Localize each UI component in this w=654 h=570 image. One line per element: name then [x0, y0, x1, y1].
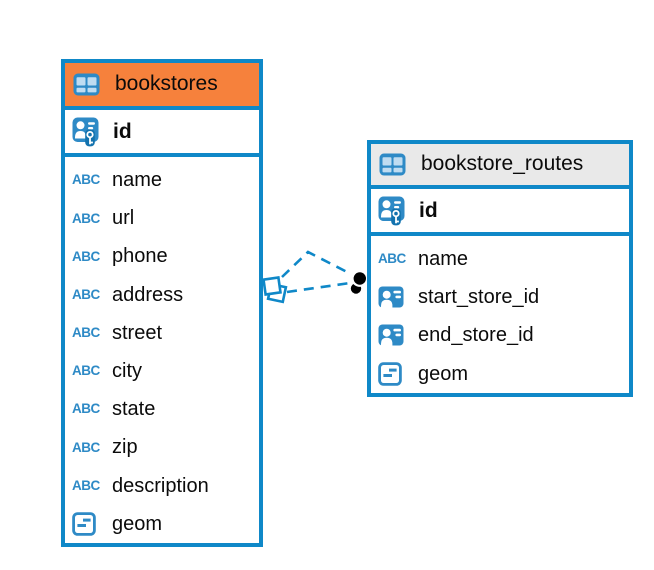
text-type-icon: ABC	[72, 401, 100, 417]
relationship-line-lower[interactable]	[286, 281, 351, 294]
column-label: address	[112, 283, 184, 306]
primary-key-icon	[378, 196, 411, 226]
column-row[interactable]: ABC street	[65, 314, 259, 352]
text-type-icon: ABC	[72, 210, 100, 226]
table-title: bookstores	[115, 72, 218, 95]
column-label: description	[112, 474, 209, 497]
column-label: street	[112, 321, 163, 344]
reference-icon	[378, 324, 411, 346]
column-row[interactable]: ABC address	[65, 276, 259, 314]
relationship-source-marker[interactable]	[262, 276, 288, 304]
primary-key-row[interactable]: id	[371, 189, 629, 236]
column-row[interactable]: geom	[371, 355, 629, 393]
column-row[interactable]: end_store_id	[371, 316, 629, 354]
reference-icon	[378, 286, 411, 308]
column-label: start_store_id	[418, 286, 540, 309]
primary-key-row[interactable]: id	[65, 110, 259, 157]
relationship-line-upper[interactable]	[281, 250, 352, 278]
column-row[interactable]: ABC description	[65, 467, 259, 505]
table-bookstores[interactable]: bookstores id ABC name ABC url ABC phone…	[61, 59, 263, 547]
column-row[interactable]: ABC name	[371, 240, 629, 278]
column-list: ABC name start_store_id end_store_id ge	[371, 236, 629, 393]
table-bookstore-routes[interactable]: bookstore_routes id ABC name start_store…	[367, 140, 633, 397]
column-row[interactable]: start_store_id	[371, 278, 629, 316]
primary-key-label: id	[113, 120, 132, 143]
table-bookstores-header[interactable]: bookstores	[65, 63, 259, 110]
geometry-type-icon	[378, 362, 411, 386]
column-label: name	[418, 248, 469, 271]
column-row[interactable]: ABC city	[65, 352, 259, 390]
column-row[interactable]: ABC phone	[65, 237, 259, 275]
table-icon	[73, 73, 106, 96]
geometry-type-icon	[72, 512, 105, 536]
primary-key-label: id	[419, 199, 438, 222]
table-icon	[379, 153, 412, 176]
column-label: zip	[112, 436, 138, 459]
relationship-target-marker[interactable]	[350, 270, 369, 294]
text-type-icon: ABC	[72, 248, 100, 264]
column-label: geom	[418, 362, 469, 385]
primary-key-icon	[72, 117, 105, 147]
text-type-icon: ABC	[72, 325, 100, 341]
column-label: url	[112, 207, 135, 230]
column-label: city	[112, 360, 142, 383]
text-type-icon: ABC	[378, 251, 406, 267]
column-row[interactable]: ABC zip	[65, 428, 259, 466]
column-row[interactable]: geom	[65, 505, 259, 543]
column-list: ABC name ABC url ABC phone ABC address A…	[65, 157, 259, 543]
column-label: name	[112, 169, 163, 192]
text-type-icon: ABC	[72, 439, 100, 455]
column-row[interactable]: ABC state	[65, 390, 259, 428]
column-label: geom	[112, 512, 163, 535]
text-type-icon: ABC	[72, 363, 100, 379]
column-row[interactable]: ABC name	[65, 161, 259, 199]
table-bookstore-routes-header[interactable]: bookstore_routes	[371, 144, 629, 189]
column-row[interactable]: ABC url	[65, 199, 259, 237]
text-type-icon: ABC	[72, 286, 100, 302]
column-label: phone	[112, 245, 168, 268]
text-type-icon: ABC	[72, 172, 100, 188]
column-label: end_store_id	[418, 324, 534, 347]
column-label: state	[112, 398, 156, 421]
table-title: bookstore_routes	[421, 152, 584, 175]
text-type-icon: ABC	[72, 477, 100, 493]
